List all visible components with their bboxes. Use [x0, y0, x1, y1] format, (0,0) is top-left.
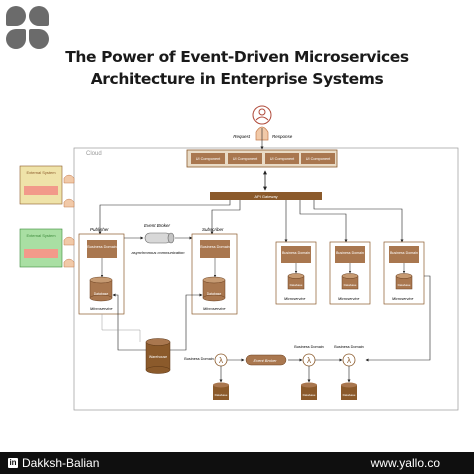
- lambda-icon: λ: [214, 353, 228, 367]
- warehouse-database: Warehouse: [145, 338, 171, 374]
- database-icon: Database: [341, 382, 357, 400]
- svg-text:Database: Database: [94, 292, 109, 296]
- connector-icons: [63, 174, 75, 268]
- svg-text:Database: Database: [215, 393, 228, 397]
- svg-text:Warehouse: Warehouse: [149, 355, 167, 359]
- cloud-boundary: [73, 147, 459, 411]
- domain-label: Business Domain: [200, 245, 230, 249]
- linkedin-icon[interactable]: in: [8, 458, 18, 468]
- svg-text:λ: λ: [347, 356, 351, 365]
- svg-text:UI Component: UI Component: [233, 157, 258, 161]
- svg-text:Database: Database: [398, 283, 411, 287]
- event-broker-label-1: Event Broker: [144, 223, 171, 228]
- svg-text:UI Component: UI Component: [270, 157, 295, 161]
- ui-component: UI Component: [301, 153, 335, 164]
- svg-text:Business Domain: Business Domain: [336, 251, 364, 255]
- page-title-line-1: The Power of Event-Driven Microservices: [65, 48, 409, 66]
- bottom-domain-mid: Business Domain: [294, 345, 324, 349]
- svg-text:External System: External System: [26, 170, 56, 175]
- database-icon: [89, 276, 113, 302]
- svg-text:Database: Database: [343, 393, 356, 397]
- database-icon: Database: [301, 382, 317, 400]
- svg-text:λ: λ: [307, 356, 311, 365]
- footer-bar: in Dakksh-Balian www.yallo.co: [0, 452, 474, 474]
- database-icon: [202, 276, 226, 302]
- ui-component: UI Component: [265, 153, 299, 164]
- api-gateway: [210, 192, 322, 200]
- svg-text:Microservice: Microservice: [338, 297, 359, 301]
- svg-text:Business Domain: Business Domain: [282, 251, 310, 255]
- svg-text:Database: Database: [344, 283, 357, 287]
- external-system: External System: [19, 165, 63, 205]
- response-label: Response: [272, 134, 293, 139]
- lambda-icon: λ: [342, 353, 356, 367]
- microservice: Business Domain Database Microservice: [275, 241, 317, 305]
- microservice: Business Domain Database Microservice: [329, 241, 371, 305]
- database-icon: Database: [213, 382, 229, 400]
- async-caption: asynchronous communication: [132, 250, 186, 255]
- cloud-label: Cloud: [86, 151, 102, 157]
- svg-text:UI Component: UI Component: [306, 157, 331, 161]
- svg-text:Microservice: Microservice: [203, 306, 226, 311]
- author-name: Dakksh-Balian: [22, 456, 100, 470]
- ui-component: UI Component: [191, 153, 225, 164]
- event-broker-queue: [144, 232, 175, 244]
- microservice: Business Domain Database Microservice: [383, 241, 425, 305]
- subscriber-label: Subscriber: [202, 227, 224, 232]
- request-label: Request: [233, 134, 251, 139]
- bottom-domain-right: Business Domain: [334, 345, 364, 349]
- publisher-label: Publisher: [90, 227, 109, 232]
- ui-component: UI Component: [228, 153, 262, 164]
- svg-text:Microservice: Microservice: [392, 297, 413, 301]
- event-broker-bottom: Event Broker: [245, 354, 287, 366]
- subscriber-microservice: Business Domain Database Microservice: [191, 233, 238, 315]
- bottom-domain-left: Business Domain: [184, 357, 214, 361]
- lambda-icon: λ: [302, 353, 316, 367]
- publisher-microservice: Business Domain Database Microservice: [78, 233, 125, 315]
- svg-text:Database: Database: [207, 292, 222, 296]
- svg-text:Business Domain: Business Domain: [390, 251, 418, 255]
- svg-text:UI Component: UI Component: [196, 157, 221, 161]
- logo-icon: [6, 6, 50, 50]
- svg-text:External System: External System: [26, 233, 56, 238]
- svg-text:Database: Database: [303, 393, 316, 397]
- website-link[interactable]: www.yallo.co: [370, 456, 440, 470]
- svg-text:Database: Database: [290, 283, 303, 287]
- domain-label: Business Domain: [87, 245, 117, 249]
- svg-text:Event Broker: Event Broker: [253, 358, 277, 363]
- page-title-line-2: Architecture in Enterprise Systems: [90, 70, 384, 88]
- api-gateway-label: API Gateway: [254, 194, 277, 199]
- user-icon: [252, 105, 272, 125]
- external-system: External System: [19, 228, 63, 268]
- svg-text:λ: λ: [219, 356, 223, 365]
- svg-text:Microservice: Microservice: [284, 297, 305, 301]
- svg-text:Microservice: Microservice: [90, 306, 113, 311]
